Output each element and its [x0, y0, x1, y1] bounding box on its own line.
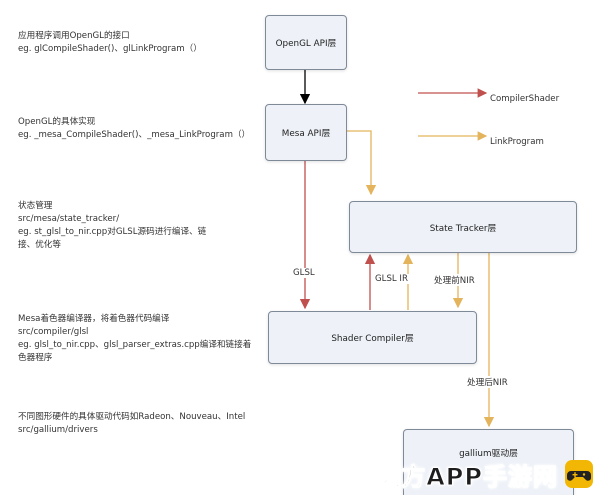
note-line: 不同图形硬件的具体驱动代码如Radeon、Nouveau、Intel [18, 412, 246, 422]
legend-label-compiler-shader: CompilerShader [490, 94, 560, 104]
note-gallium: 不同图形硬件的具体驱动代码如Radeon、Nouveau、Intel src/g… [18, 411, 245, 437]
note-shader-compiler: Mesa着色器编译器，将着色器代码编译 src/compiler/glsl eg… [18, 313, 251, 365]
arrow-mesa-to-state-tracker [346, 130, 377, 196]
note-line: 色器程序 [18, 353, 53, 363]
note-mesa-api: OpenGL的具体实现 eg. _mesa_CompileShader()、_m… [18, 116, 250, 142]
note-line: eg. st_glsl_to_nir.cpp对GLSL源码进行编译、链 [18, 227, 207, 237]
edge-label-pre-nir: 处理前NIR [433, 274, 476, 286]
box-label: Shader Compiler层 [331, 334, 414, 344]
box-label: gallium驱动层 [459, 449, 518, 459]
opengl-api-layer-box: OpenGL API层 [265, 15, 347, 70]
edge-label-glsl: GLSL [292, 268, 316, 278]
legend-label-link-program: LinkProgram [490, 137, 544, 147]
note-line: eg. glsl_to_nir.cpp、glsl_parser_extras.c… [18, 340, 252, 350]
note-line: eg. glCompileShader()、glLinkProgram（） [18, 44, 202, 54]
mesa-api-layer-box: Mesa API层 [265, 104, 347, 161]
note-line: OpenGL的具体实现 [18, 117, 96, 127]
state-tracker-layer-box: State Tracker层 [349, 201, 577, 253]
note-line: 状态管理 [18, 201, 53, 211]
note-line: Mesa着色器编译器，将着色器代码编译 [18, 314, 170, 324]
note-line: 应用程序调用OpenGL的接口 [18, 31, 130, 41]
note-line: src/compiler/glsl [18, 327, 89, 337]
note-state-tracker: 状态管理 src/mesa/state_tracker/ eg. st_glsl… [18, 200, 206, 252]
shader-compiler-layer-box: Shader Compiler层 [268, 311, 477, 364]
watermark-text: 远方APP手游网 [376, 462, 558, 491]
note-line: src/gallium/drivers [18, 425, 98, 435]
edge-label-post-nir: 处理后NIR [466, 376, 509, 388]
box-label: Mesa API层 [281, 129, 331, 139]
box-label: OpenGL API层 [275, 39, 337, 49]
game-controller-icon [565, 460, 593, 488]
note-opengl-api: 应用程序调用OpenGL的接口 eg. glCompileShader()、gl… [18, 30, 202, 56]
edge-label-glsl-ir: GLSL IR [374, 274, 409, 284]
note-line: src/mesa/state_tracker/ [18, 214, 120, 224]
note-line: eg. _mesa_CompileShader()、_mesa_LinkProg… [18, 130, 251, 140]
note-line: 接、优化等 [18, 240, 61, 250]
watermark: 远方APP手游网 [376, 457, 594, 491]
box-label: State Tracker层 [429, 223, 497, 234]
gallium-driver-layer-box: gallium驱动层 [403, 429, 574, 495]
